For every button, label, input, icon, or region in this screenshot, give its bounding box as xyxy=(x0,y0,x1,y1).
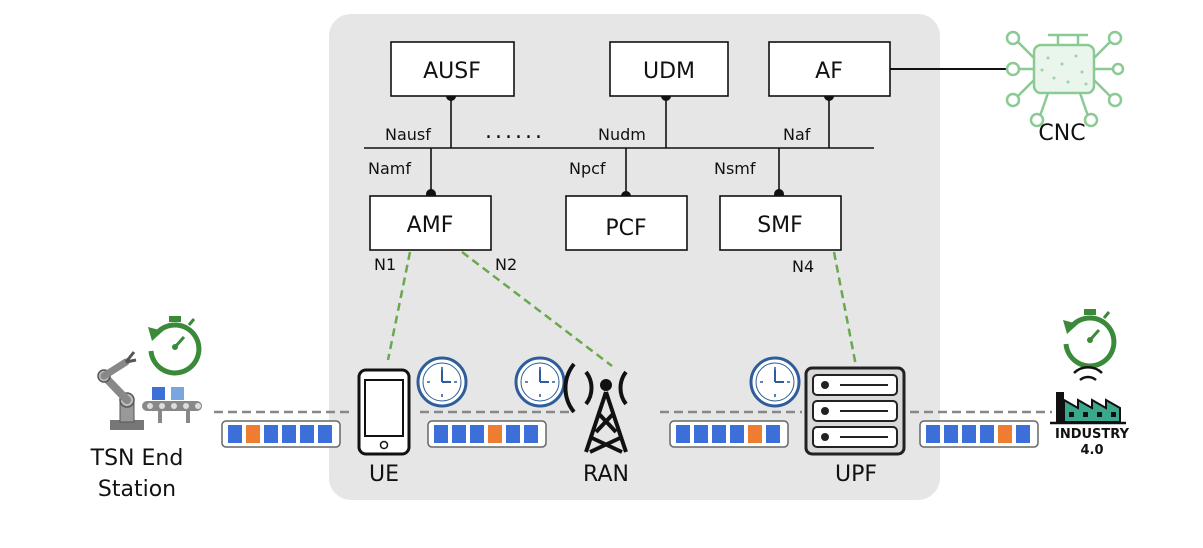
packet xyxy=(944,425,958,443)
industry-label-line1: INDUSTRY xyxy=(1055,427,1130,442)
af-box xyxy=(768,41,891,97)
ausf-label: AUSF xyxy=(423,59,481,84)
n4-label: N4 xyxy=(792,257,814,276)
n1-link xyxy=(386,251,412,361)
packet xyxy=(962,425,976,443)
npcf-label: Npcf xyxy=(569,159,606,178)
packet xyxy=(524,425,538,443)
packet xyxy=(926,425,940,443)
packet xyxy=(676,425,690,443)
packet xyxy=(730,425,744,443)
packet-highlighted xyxy=(488,425,502,443)
tsn-label-line1: TSN End xyxy=(90,446,184,471)
packet-highlighted xyxy=(246,425,260,443)
tsn-label-line2: Station xyxy=(98,477,176,502)
packet xyxy=(980,425,994,443)
server-icon xyxy=(804,366,906,456)
nsmf-label: Nsmf xyxy=(714,159,756,178)
industry-label-line2: 4.0 xyxy=(1080,443,1103,458)
stopwatch-sync-icon xyxy=(1063,309,1117,369)
packet-highlighted xyxy=(998,425,1012,443)
ellipsis-label: ...... xyxy=(485,119,545,144)
ran-label: RAN xyxy=(583,462,629,487)
cnc-network-icon xyxy=(1005,30,1125,128)
clock-icon xyxy=(416,356,468,408)
namf-label: Namf xyxy=(368,159,411,178)
smf-label: SMF xyxy=(757,213,803,238)
ue-label: UE xyxy=(369,462,399,487)
packet-queues xyxy=(221,420,1039,448)
amf-label: AMF xyxy=(407,213,454,238)
clock-icon xyxy=(749,356,801,408)
amf-box xyxy=(369,195,492,251)
ausf-box xyxy=(390,41,515,97)
packet xyxy=(506,425,520,443)
packet xyxy=(712,425,726,443)
packet xyxy=(318,425,332,443)
nudm-label: Nudm xyxy=(598,125,646,144)
antenna-tower-icon xyxy=(563,362,628,454)
pcf-box xyxy=(565,195,688,251)
packet xyxy=(282,425,296,443)
robot-arm-icon xyxy=(97,351,202,430)
naf-label: Naf xyxy=(783,125,811,144)
packet-highlighted xyxy=(748,425,762,443)
upf-label: UPF xyxy=(835,462,877,487)
n4-link xyxy=(832,251,858,367)
packet xyxy=(434,425,448,443)
packet xyxy=(452,425,466,443)
nausf-label: Nausf xyxy=(385,125,431,144)
n2-label: N2 xyxy=(495,255,517,274)
smf-box xyxy=(719,195,842,251)
packet xyxy=(1016,425,1030,443)
packet xyxy=(766,425,780,443)
udm-box xyxy=(609,41,729,97)
n2-link xyxy=(461,251,613,367)
n1-label: N1 xyxy=(374,255,396,274)
factory-icon xyxy=(1050,366,1126,425)
packet xyxy=(694,425,708,443)
af-label: AF xyxy=(815,59,843,84)
clock-icon xyxy=(514,356,566,408)
packet xyxy=(300,425,314,443)
packet xyxy=(470,425,484,443)
udm-label: UDM xyxy=(643,59,695,84)
smartphone-icon xyxy=(357,368,411,456)
cnc-label: CNC xyxy=(1038,121,1085,146)
stopwatch-sync-icon xyxy=(148,316,202,376)
packet xyxy=(264,425,278,443)
packet xyxy=(228,425,242,443)
pcf-label: PCF xyxy=(605,216,646,241)
